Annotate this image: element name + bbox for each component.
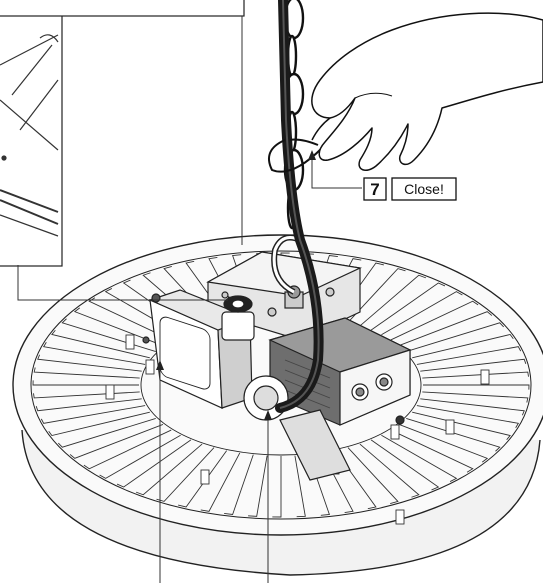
heat-sink-fin [398, 311, 493, 346]
arrowheads [156, 150, 316, 420]
heat-sink-fin [99, 434, 181, 479]
step-label-box [391, 177, 457, 201]
heat-sink-fin [48, 411, 150, 437]
heat-sink-fin [423, 384, 530, 390]
standoff-post [480, 369, 490, 385]
inset-sketch [0, 34, 59, 237]
heat-sink-fin [178, 450, 228, 508]
heat-sink-fin [416, 405, 520, 428]
heat-sink-fin [33, 391, 140, 399]
arrow-junction [156, 360, 164, 370]
arrow-step7 [308, 150, 316, 160]
heat-sink-fin [69, 424, 164, 459]
heat-sink-fin [248, 455, 268, 517]
snap-hook-icon [268, 138, 323, 173]
heat-sink-fin [347, 268, 406, 323]
arrow-gland [264, 410, 272, 420]
junction-lid-inner [159, 316, 211, 390]
plate-screw [325, 287, 335, 297]
heat-sink-fin [200, 452, 241, 512]
step-callout: 7 Close! [363, 177, 457, 201]
heat-sink-fin [370, 439, 440, 491]
heat-sink-fin [33, 367, 140, 379]
junction-screw [151, 293, 161, 303]
driver-screw [395, 415, 405, 425]
heat-sink-fin [40, 405, 146, 424]
heat-sink-fin [32, 380, 139, 386]
heat-sink-fin [116, 439, 192, 488]
heat-sink-fin [37, 354, 142, 372]
standoff-post [445, 419, 455, 435]
heat-sink-fin [370, 282, 446, 331]
leader-inset-to-plate [17, 265, 230, 301]
heat-sink-fin [359, 443, 420, 498]
heat-sink-fin [390, 300, 479, 341]
heat-sink-fin [420, 358, 527, 372]
standoff-post [125, 334, 135, 350]
heat-sink-fin [83, 429, 172, 470]
heat-sink-fin [398, 424, 489, 463]
heat-sink-fin [224, 454, 254, 515]
step-number: 7 [370, 180, 379, 199]
heat-sink-fin [88, 297, 172, 341]
step-number-box [363, 177, 387, 201]
driver-gland-left [351, 383, 369, 401]
leader-lines [17, 16, 362, 583]
heat-sink-fin [412, 411, 511, 441]
arrow-plate [228, 296, 236, 304]
hand-icon [311, 12, 543, 171]
heat-sink-fin [73, 307, 164, 346]
heat-sink-fin [294, 455, 306, 518]
standoff-post [390, 424, 400, 440]
standoff-post [395, 509, 405, 525]
mounting-plate-top [206, 251, 363, 297]
heat-sink-fin [135, 443, 203, 496]
heat-sink-fin [406, 418, 501, 452]
leader-step7 [311, 158, 362, 189]
heat-sink-fin [416, 346, 522, 365]
heat-sink-fin [156, 447, 215, 502]
label-frame [0, 0, 245, 17]
heat-sink-fin [381, 434, 458, 482]
standoff-post [145, 359, 155, 375]
heat-sink-fin [58, 418, 156, 448]
plate-screw [267, 307, 277, 317]
driver-box-endcap [339, 349, 411, 426]
heat-sink-fin [35, 398, 142, 412]
heat-sink-fin [422, 371, 529, 379]
heat-sink-fin [347, 447, 399, 504]
heat-sink-fin [359, 274, 427, 327]
heat-sink-fin [420, 398, 525, 416]
fixture-inner-ellipse [30, 250, 532, 520]
mounting-bracket [279, 409, 351, 481]
junction-screw [142, 336, 150, 344]
heat-sink-fin [61, 318, 156, 352]
heat-sink-fin [390, 429, 474, 473]
junction-top-gland [221, 295, 255, 341]
standoff-post [105, 384, 115, 400]
heat-sink-fin [381, 291, 463, 336]
driver-gland-right [375, 373, 393, 391]
heat-sink-fin [412, 333, 514, 359]
heat-sink-fin [422, 391, 529, 403]
heat-sink-fin [272, 456, 282, 518]
standoff-post [200, 469, 210, 485]
inset-detail-panel [0, 0, 245, 267]
heat-sink-fin [42, 342, 146, 365]
step-instruction: Close! [404, 181, 444, 197]
junction-side-gland [243, 375, 289, 421]
plate-screw [221, 291, 229, 299]
heat-sink-fin [51, 329, 150, 359]
heat-sink-fin [406, 322, 504, 352]
